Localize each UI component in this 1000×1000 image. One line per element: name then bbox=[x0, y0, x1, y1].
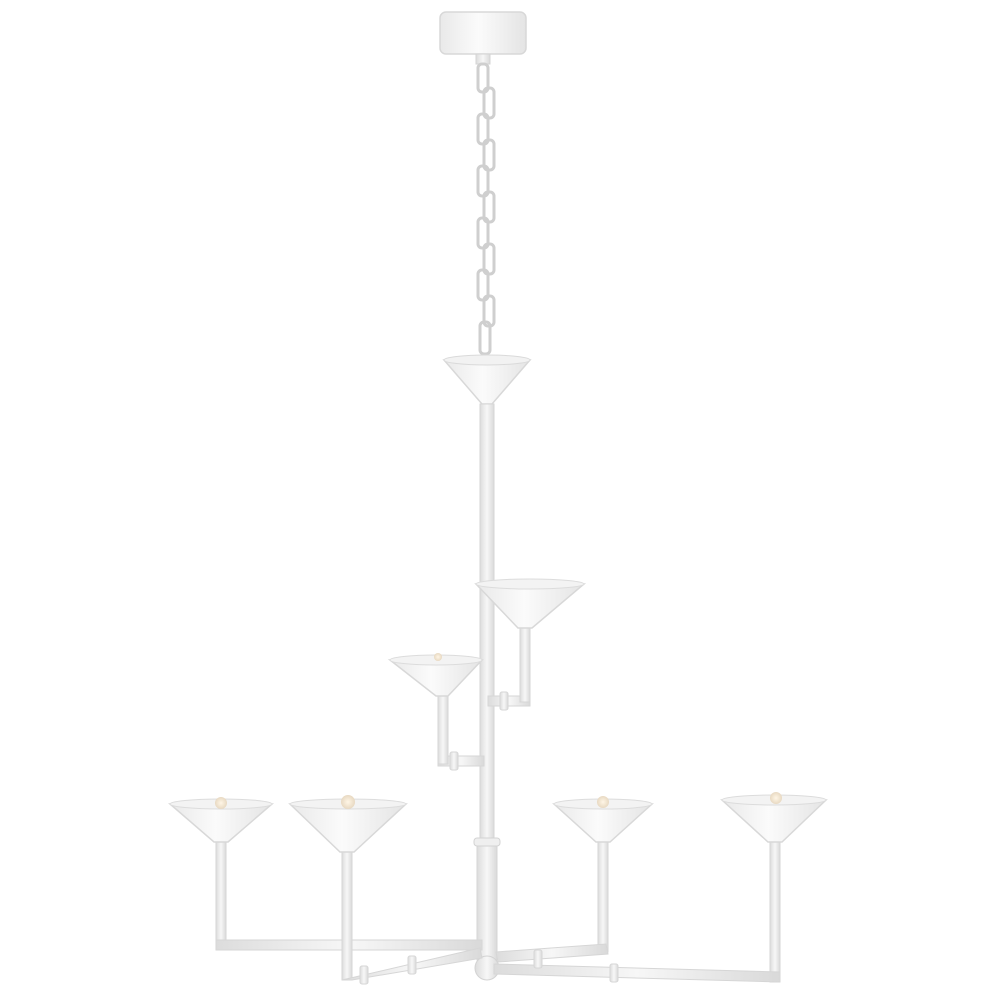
cone-shade-icon bbox=[720, 792, 828, 843]
bulb-icon bbox=[341, 795, 355, 809]
cone-shade-icon bbox=[288, 795, 408, 853]
bulb-icon bbox=[597, 796, 609, 808]
chain-icon bbox=[476, 62, 496, 356]
central-stem bbox=[473, 403, 501, 981]
cone-shade-icon bbox=[167, 797, 275, 843]
lower-arms bbox=[215, 831, 781, 985]
bulb-icon bbox=[215, 797, 227, 809]
bulb-icon bbox=[434, 653, 442, 661]
cone-shade-icon bbox=[474, 578, 587, 629]
top-cone-icon bbox=[442, 354, 532, 405]
cone-shade-icon bbox=[552, 796, 654, 843]
bulb-icon bbox=[770, 792, 782, 804]
cone-shade-icon bbox=[387, 653, 484, 697]
ceiling-canopy-icon bbox=[439, 11, 527, 65]
